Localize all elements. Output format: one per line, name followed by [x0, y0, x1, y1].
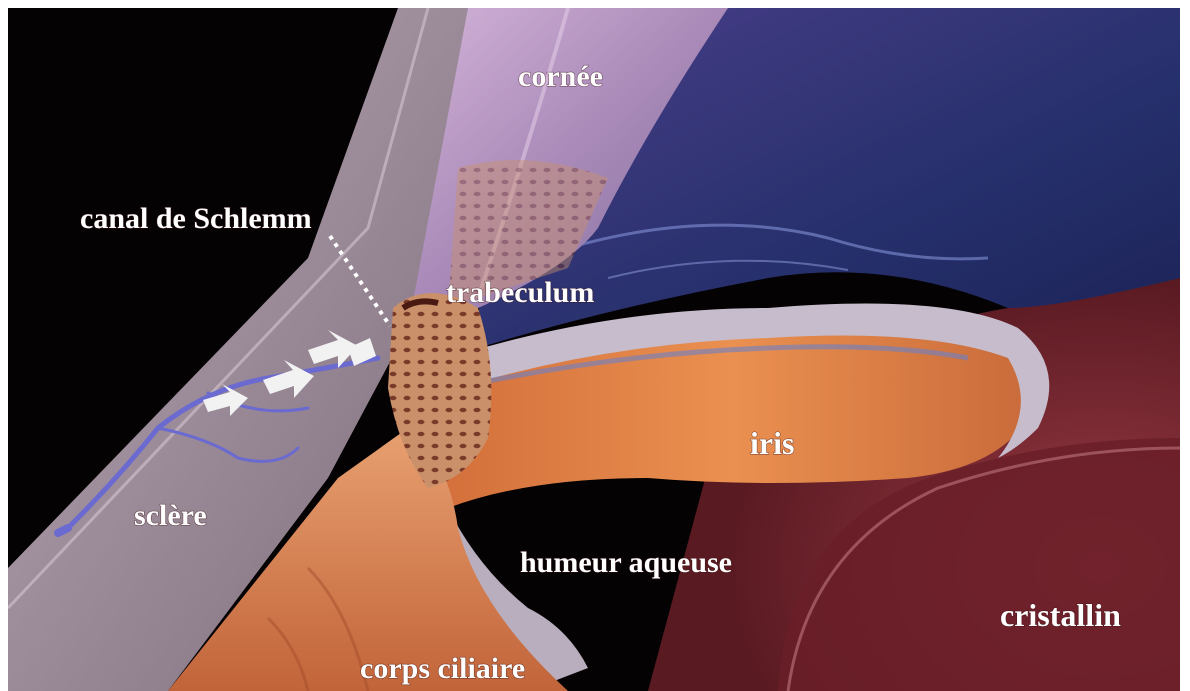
label-cristallin: cristallin	[1000, 597, 1121, 633]
label-iris: iris	[750, 425, 794, 461]
eye-anatomy-illustration: cornée canal de Schlemm trabeculum iris …	[8, 8, 1180, 691]
label-canal-de-schlemm: canal de Schlemm	[80, 202, 312, 235]
label-cornee: cornée	[518, 60, 603, 93]
label-sclere: sclère	[134, 499, 207, 532]
label-corps-ciliaire: corps ciliaire	[360, 652, 525, 685]
label-trabeculum: trabeculum	[446, 276, 594, 309]
label-humeur-aqueuse: humeur aqueuse	[520, 546, 732, 579]
